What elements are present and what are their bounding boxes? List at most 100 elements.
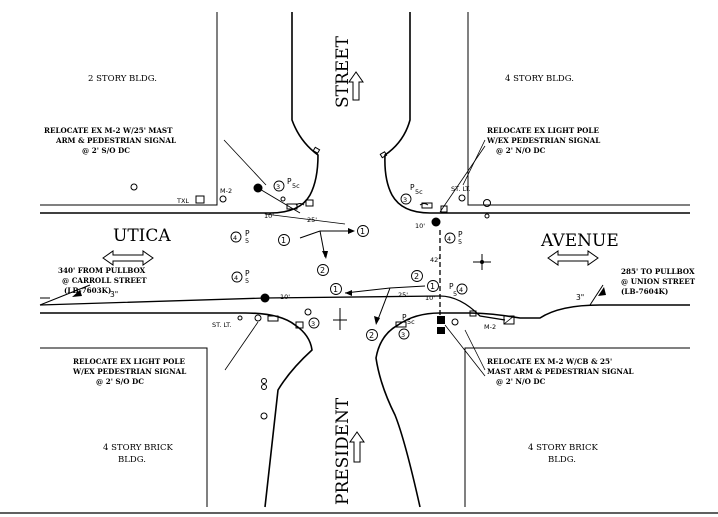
svg-text:ARM & PEDESTRIAN SIGNAL: ARM & PEDESTRIAN SIGNAL xyxy=(55,136,176,145)
svg-text:4: 4 xyxy=(459,286,463,294)
svg-text:RELOCATE EX M-2 W/CB & 25': RELOCATE EX M-2 W/CB & 25' xyxy=(487,357,612,366)
svg-text:2: 2 xyxy=(320,266,325,275)
building-label-nw: 2 STORY BLDG. xyxy=(88,74,157,84)
m2-label-se: M-2 xyxy=(484,323,496,331)
svg-text:P: P xyxy=(245,229,250,238)
curb-ne xyxy=(384,12,690,214)
svg-text:285' TO PULLBOX: 285' TO PULLBOX xyxy=(621,267,695,276)
building-line-se xyxy=(464,347,690,507)
building-line-sw xyxy=(40,347,208,507)
svg-text:RELOCATE EX M-2 W/25' MAST: RELOCATE EX M-2 W/25' MAST xyxy=(44,126,173,135)
building-label-sw-2: BLDG. xyxy=(118,455,146,465)
svg-text:1: 1 xyxy=(360,227,365,236)
conduit-label-west: 3" xyxy=(110,290,118,299)
dim-10-sw: 10' xyxy=(280,293,290,301)
svg-text:5: 5 xyxy=(245,277,249,285)
svg-text:P: P xyxy=(245,269,250,278)
st-lt-label-sw: ST. LT. xyxy=(212,321,231,329)
svg-text:3: 3 xyxy=(311,320,315,328)
svg-text:5: 5 xyxy=(453,290,457,298)
building-label-se-2: BLDG. xyxy=(548,455,576,465)
svg-text:P: P xyxy=(402,313,407,322)
svg-text:P: P xyxy=(410,183,415,192)
east-pullbox-leader xyxy=(589,284,604,306)
curb-sw xyxy=(40,312,313,508)
svg-text:@ CARROLL STREET: @ CARROLL STREET xyxy=(62,276,147,285)
street-name-east: AVENUE xyxy=(540,231,619,251)
svg-text:MAST ARM & PEDESTRIAN SIGNAL: MAST ARM & PEDESTRIAN SIGNAL xyxy=(487,367,634,376)
svg-text:5c: 5c xyxy=(407,318,415,326)
dim-10-se: 10' xyxy=(425,294,435,302)
dim-42: 42' xyxy=(430,256,440,264)
svg-text:W/EX PEDESTRIAN SIGNAL: W/EX PEDESTRIAN SIGNAL xyxy=(486,136,600,145)
curb-se xyxy=(375,304,690,508)
svg-text:@ 2' S/O DC: @ 2' S/O DC xyxy=(82,146,130,155)
svg-text:5: 5 xyxy=(458,238,462,246)
st-lt-label-ne: ST. LT. xyxy=(451,185,470,193)
svg-text:P: P xyxy=(449,282,454,291)
note-sw: RELOCATE EX LIGHT POLE W/EX PEDESTRIAN S… xyxy=(72,357,186,386)
svg-text:1: 1 xyxy=(430,282,435,291)
street-name-west: UTICA xyxy=(113,226,171,246)
note-ne: RELOCATE EX LIGHT POLE W/EX PEDESTRIAN S… xyxy=(486,126,600,155)
building-label-ne: 4 STORY BLDG. xyxy=(505,74,574,84)
phase-arrows: 1 1 2 2 1 1 2 25' xyxy=(278,225,439,341)
m2-label-nw: M-2 xyxy=(220,187,232,195)
svg-text:RELOCATE EX LIGHT POLE: RELOCATE EX LIGHT POLE xyxy=(487,126,599,135)
street-name-north: STREET xyxy=(333,35,353,108)
svg-text:P: P xyxy=(458,230,463,239)
svg-text:4: 4 xyxy=(234,274,238,282)
east-double-arrow-icon xyxy=(547,250,599,266)
svg-text:2: 2 xyxy=(414,272,419,281)
txl-box xyxy=(195,195,205,204)
south-arrow-icon xyxy=(349,431,365,463)
svg-text:@ UNION STREET: @ UNION STREET xyxy=(621,277,696,286)
dim-10-ne: 10' xyxy=(415,222,425,230)
building-line-ne xyxy=(467,12,690,206)
svg-text:3: 3 xyxy=(403,196,407,204)
se-pullbox xyxy=(503,315,515,325)
svg-text:3: 3 xyxy=(401,331,405,339)
svg-text:@ 2' N/O DC: @ 2' N/O DC xyxy=(496,146,546,155)
svg-text:P: P xyxy=(287,177,292,186)
west-double-arrow-icon xyxy=(102,250,154,266)
svg-text:3: 3 xyxy=(276,183,280,191)
svg-text:W/EX PEDESTRIAN SIGNAL: W/EX PEDESTRIAN SIGNAL xyxy=(72,367,186,376)
svg-text:5c: 5c xyxy=(292,182,300,190)
svg-text:(LB-7604K): (LB-7604K) xyxy=(621,287,668,296)
dim-25-se: 25' xyxy=(398,291,408,299)
nw-pole-small xyxy=(219,195,227,203)
svg-text:@ 2' S/O DC: @ 2' S/O DC xyxy=(96,377,144,386)
pullbox-east: 285' TO PULLBOX @ UNION STREET (LB-7604K… xyxy=(621,267,696,296)
svg-text:1: 1 xyxy=(333,285,338,294)
street-name-south: PRESIDENT xyxy=(333,397,353,505)
svg-text:4: 4 xyxy=(447,235,451,243)
svg-text:5: 5 xyxy=(245,237,249,245)
svg-text:2: 2 xyxy=(369,331,374,340)
svg-text:340' FROM PULLBOX: 340' FROM PULLBOX xyxy=(58,266,146,275)
building-line-nw xyxy=(40,12,218,206)
leader-ne-2 xyxy=(439,145,486,213)
curb-nw xyxy=(40,12,319,214)
north-arrow-icon xyxy=(348,71,364,101)
ne-signal-pole-icon xyxy=(431,217,441,227)
conduit-label-east: 3" xyxy=(576,293,584,302)
building-label-sw-1: 4 STORY BRICK xyxy=(103,443,174,453)
svg-text:@ 2' N/O DC: @ 2' N/O DC xyxy=(496,377,546,386)
svg-text:5c: 5c xyxy=(415,188,423,196)
note-se: RELOCATE EX M-2 W/CB & 25' MAST ARM & PE… xyxy=(487,357,634,386)
se-controller-icon xyxy=(437,316,445,324)
building-label-se-1: 4 STORY BRICK xyxy=(528,443,599,453)
leader-nw xyxy=(223,139,267,186)
leader-sw xyxy=(224,321,259,371)
svg-text:4: 4 xyxy=(233,234,237,242)
leader-se-2 xyxy=(444,324,486,377)
west-pullbox-leader xyxy=(39,284,91,306)
svg-text:(LB-7603K): (LB-7603K) xyxy=(64,286,111,295)
nw-marker xyxy=(130,183,138,191)
sw-signal-pole-icon xyxy=(260,293,270,303)
svg-text:RELOCATE EX LIGHT POLE: RELOCATE EX LIGHT POLE xyxy=(73,357,185,366)
pullbox-west: 340' FROM PULLBOX @ CARROLL STREET (LB-7… xyxy=(58,266,147,295)
